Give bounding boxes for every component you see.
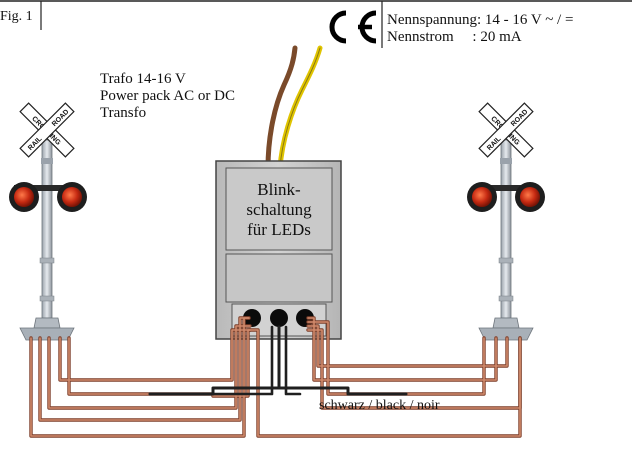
pole-cap xyxy=(41,158,53,164)
power-wire-yellow xyxy=(277,45,323,171)
black-wire xyxy=(284,325,302,396)
black-wire xyxy=(203,325,274,396)
module-label-line: für LEDs xyxy=(247,220,311,239)
crossing-signal-left: CROSSING RAIL ROAD xyxy=(9,102,87,341)
blink-module xyxy=(215,160,342,340)
wire-color-label: schwarz / black / noir xyxy=(319,398,440,413)
ce-mark-icon xyxy=(329,10,377,44)
spec-voltage: Nennspannung: 14 - 16 V ~ / = xyxy=(387,12,574,28)
specifications: Nennspannung: 14 - 16 V ~ / = Nennstrom … xyxy=(387,12,573,46)
power-supply-label: Trafo 14-16 V Power pack AC or DC Transf… xyxy=(100,71,235,122)
terminal-connector-icon xyxy=(270,309,288,327)
led-light-icon xyxy=(520,187,540,207)
led-light-icon xyxy=(14,187,34,207)
power-supply-line: Transfo xyxy=(100,105,147,121)
crossing-signal-right: CROSSING RAIL ROAD xyxy=(467,102,545,341)
module-label-line: Blink- xyxy=(257,180,301,199)
terminal-connector-icon xyxy=(243,309,261,327)
pole xyxy=(500,139,512,319)
pole-base xyxy=(33,317,61,329)
power-supply-line: Trafo 14-16 V xyxy=(100,71,186,87)
led-light-icon xyxy=(472,187,492,207)
pole-collar xyxy=(498,257,514,264)
light-crossbar xyxy=(473,185,539,191)
module-label: Blink- schaltung für LEDs xyxy=(226,180,332,240)
light-crossbar xyxy=(14,185,80,191)
module-label-line: schaltung xyxy=(246,200,312,219)
signal-wires xyxy=(29,316,522,438)
figure-label: Fig. 1 xyxy=(0,9,33,24)
module-lower-panel xyxy=(225,253,333,303)
pole-collar xyxy=(39,295,55,302)
module-label-panel xyxy=(225,167,333,251)
pole-cap xyxy=(500,158,512,164)
led-light-icon xyxy=(62,187,82,207)
spec-current: Nennstrom : 20 mA xyxy=(387,29,522,45)
pole-foot xyxy=(19,327,75,341)
pole xyxy=(41,139,53,319)
power-supply-line: Power pack AC or DC xyxy=(100,88,235,104)
crossbuck-sign: CROSSING RAIL ROAD xyxy=(19,102,75,158)
pole-base xyxy=(492,317,520,329)
pole-collar xyxy=(498,295,514,302)
power-wire-yellow-shade xyxy=(279,47,321,169)
power-wire-brown xyxy=(265,45,298,171)
black-wire xyxy=(277,325,408,396)
pole-collar xyxy=(39,257,55,264)
